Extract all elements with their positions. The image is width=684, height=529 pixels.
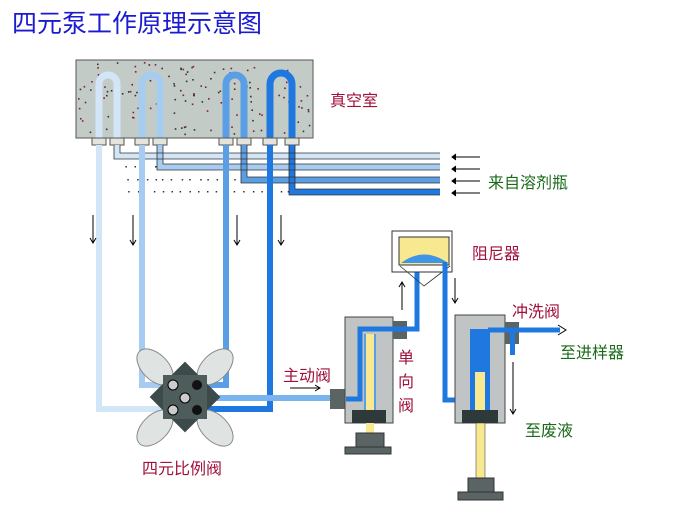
label-check-valve-2: 向 <box>398 372 414 391</box>
up-arrow <box>398 281 406 310</box>
inlet-arrows <box>451 153 480 197</box>
label-to-waste: 至废液 <box>525 421 573 440</box>
label-active-valve: 主动阀 <box>283 366 331 385</box>
valve-feed-lines <box>96 145 335 412</box>
tube-c <box>222 71 248 146</box>
active-valve <box>330 389 346 409</box>
label-proportioning-valve: 四元比例阀 <box>142 459 222 478</box>
pump-head-2 <box>454 314 567 501</box>
label-to-injector: 至进样器 <box>560 343 624 362</box>
fittings <box>91 137 300 146</box>
tube-d <box>266 69 296 146</box>
damper <box>391 230 453 287</box>
waste-arrow <box>509 362 517 415</box>
tube-a <box>95 71 121 146</box>
flow-arrows-down <box>89 215 285 246</box>
label-vacuum-chamber: 真空室 <box>330 91 378 110</box>
solvent-line-outline <box>113 145 440 196</box>
label-check-valve-3: 阀 <box>398 396 414 415</box>
diagram-title: 四元泵工作原理示意图 <box>12 9 262 38</box>
label-check-valve-1: 单 <box>398 348 414 367</box>
piston-2 <box>475 372 485 412</box>
label-purge-valve: 冲洗阀 <box>512 302 560 321</box>
label-damper: 阻尼器 <box>472 244 520 263</box>
piston-1 <box>366 334 374 410</box>
pump-head-1 <box>344 262 420 455</box>
solvent-lines <box>114 145 440 195</box>
down-arrow <box>451 278 459 304</box>
proportioning-valve <box>136 348 234 447</box>
degasser-tubes <box>95 69 296 146</box>
label-from-solvent: 来自溶剂瓶 <box>488 173 568 192</box>
active-valve-arrow <box>290 384 321 392</box>
tube-b <box>138 71 164 146</box>
